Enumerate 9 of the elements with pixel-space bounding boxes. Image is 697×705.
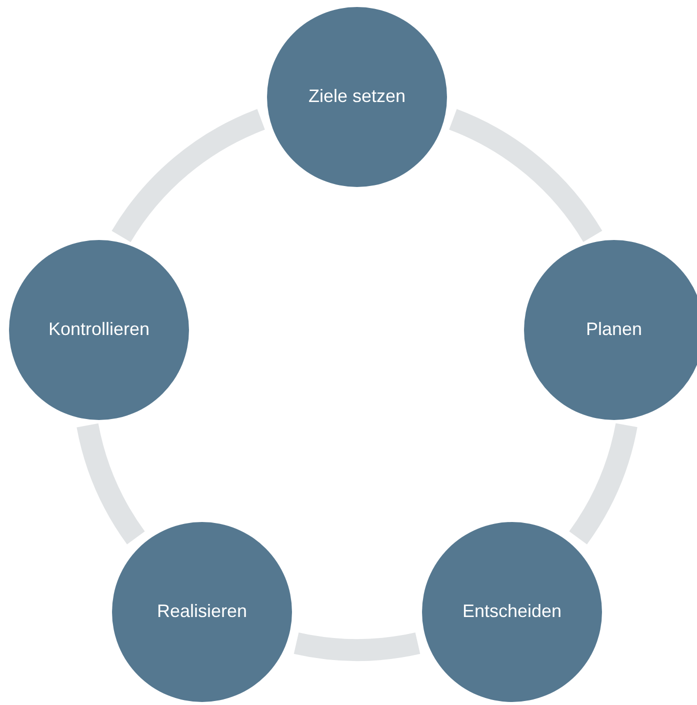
ring-segment — [448, 109, 602, 242]
ring-segment — [568, 422, 638, 544]
step-label: Kontrollieren — [48, 319, 150, 341]
step-label: Ziele setzen — [308, 86, 406, 108]
step-label: Entscheiden — [462, 601, 562, 623]
step-label: Realisieren — [156, 601, 248, 623]
step-label: Planen — [586, 319, 642, 341]
ring-segment — [76, 422, 146, 544]
ring-segment — [294, 632, 420, 661]
